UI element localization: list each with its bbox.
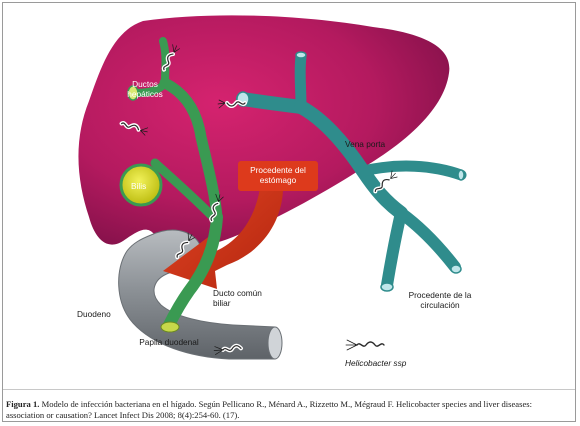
helicobacter-icon — [175, 232, 195, 260]
caption-label: Figura 1. — [6, 399, 40, 409]
stomach-arrow — [163, 181, 284, 289]
label-procedente-circulacion: Procedente de la circulación — [408, 290, 472, 310]
bile-ducts — [129, 37, 223, 331]
figure-illustration: Ductos hepáticos Bilis Procedente del es… — [3, 3, 575, 387]
helicobacter-icon — [373, 170, 398, 194]
liver-diagram — [78, 15, 467, 360]
helicobacter-icon — [161, 44, 180, 72]
duodenum-end — [267, 326, 283, 360]
label-vena-porta: Vena porta — [345, 139, 386, 149]
label-duodeno: Duodeno — [77, 309, 111, 319]
label-procedente-estomago: Procedente del estómago — [250, 165, 306, 185]
label-bilis: Bilis — [131, 181, 147, 191]
liver-shape — [78, 15, 450, 247]
label-ductos-hepaticos: Ductos hepáticos — [127, 79, 163, 99]
figure-frame — [2, 2, 576, 422]
helicobacter-icon — [217, 99, 247, 109]
stomach-label-box: Procedente del estómago — [238, 161, 318, 191]
helicobacter-icon — [213, 343, 243, 355]
helicobacter-icon — [209, 193, 224, 223]
caption-text: Modelo de infección bacteriana en el híg… — [6, 399, 533, 420]
label-papila-duodenal: Papila duodenal — [139, 337, 199, 347]
legend-label: Helicobacter ssp — [345, 358, 407, 368]
caption-separator — [3, 389, 575, 390]
gallbladder — [119, 163, 163, 207]
hepatic-duct-opening — [127, 85, 139, 101]
figure-caption: Figura 1. Modelo de infección bacteriana… — [6, 399, 572, 420]
helicobacter-icon — [119, 121, 149, 136]
portal-vein — [236, 51, 467, 291]
legend-helicobacter-icon — [345, 339, 387, 351]
duodenal-papilla — [160, 321, 180, 333]
label-ducto-comun-biliar: Ducto común biliar — [213, 288, 262, 308]
